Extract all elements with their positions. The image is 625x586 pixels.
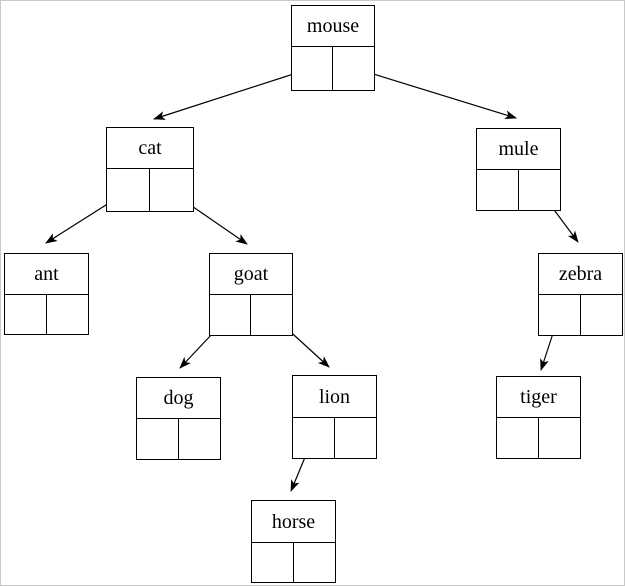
- left-pointer-cell: [477, 170, 519, 210]
- right-pointer-cell: [294, 543, 336, 582]
- node-label: tiger: [497, 377, 580, 418]
- edge-mouse-cat: [153, 67, 313, 120]
- pointer-cells: [252, 543, 335, 582]
- tree-node-tiger: tiger: [496, 376, 581, 459]
- tree-node-cat: cat: [106, 127, 194, 212]
- right-pointer-cell: [539, 418, 581, 458]
- tree-node-lion: lion: [292, 375, 377, 459]
- right-pointer-cell: [47, 295, 89, 334]
- left-pointer-cell: [293, 418, 335, 458]
- pointer-cells: [107, 169, 193, 211]
- tree-node-mouse: mouse: [291, 5, 375, 91]
- left-pointer-cell: [539, 295, 581, 335]
- pointer-cells: [477, 170, 560, 210]
- tree-node-horse: horse: [251, 500, 336, 583]
- left-pointer-cell: [497, 418, 539, 458]
- right-pointer-cell: [519, 170, 561, 210]
- node-label: lion: [293, 376, 376, 418]
- left-pointer-cell: [252, 543, 294, 582]
- right-pointer-cell: [251, 295, 292, 335]
- right-pointer-cell: [581, 295, 623, 335]
- tree-node-zebra: zebra: [538, 253, 623, 336]
- node-label: horse: [252, 501, 335, 543]
- node-label: goat: [210, 254, 292, 295]
- pointer-cells: [292, 47, 374, 90]
- left-pointer-cell: [5, 295, 47, 334]
- left-pointer-cell: [137, 419, 179, 459]
- pointer-cells: [210, 295, 292, 335]
- right-pointer-cell: [179, 419, 221, 459]
- right-pointer-cell: [333, 47, 374, 90]
- node-label: zebra: [539, 254, 622, 295]
- left-pointer-cell: [292, 47, 333, 90]
- node-label: cat: [107, 128, 193, 169]
- tree-node-ant: ant: [4, 253, 89, 335]
- right-pointer-cell: [150, 169, 193, 211]
- tree-node-dog: dog: [136, 377, 221, 460]
- left-pointer-cell: [107, 169, 150, 211]
- node-label: mule: [477, 129, 560, 170]
- node-label: dog: [137, 378, 220, 419]
- pointer-cells: [137, 419, 220, 459]
- pointer-cells: [539, 295, 622, 335]
- tree-node-mule: mule: [476, 128, 561, 211]
- pointer-cells: [497, 418, 580, 458]
- right-pointer-cell: [335, 418, 377, 458]
- tree-node-goat: goat: [209, 253, 293, 336]
- node-label: ant: [5, 254, 88, 295]
- pointer-cells: [5, 295, 88, 334]
- node-label: mouse: [292, 6, 374, 47]
- left-pointer-cell: [210, 295, 251, 335]
- pointer-cells: [293, 418, 376, 458]
- edge-mouse-mule: [353, 67, 517, 120]
